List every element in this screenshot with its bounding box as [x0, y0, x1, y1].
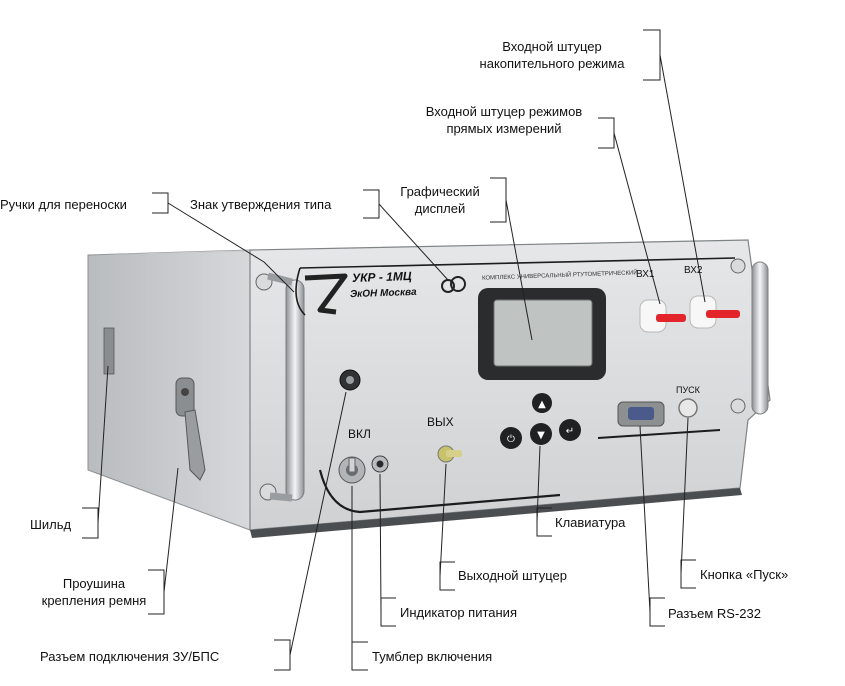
svg-text:▲: ▲	[538, 399, 546, 410]
callout-keypad: Клавиатура	[555, 515, 626, 530]
callout-strap-eye: Проушина крепления ремня	[41, 576, 147, 608]
power-switch-shape	[338, 456, 366, 484]
callout-rs232: Разъем RS-232	[668, 606, 761, 621]
rs232-shape	[617, 401, 665, 427]
port-bx2-label: ВХ2	[684, 265, 703, 276]
outlet-shape	[437, 445, 462, 463]
device-maker: ЭкОН Москва	[349, 286, 417, 301]
left-handle-shape	[255, 272, 305, 502]
inlet-bx2-shape	[689, 295, 740, 329]
callout-start-button: Кнопка «Пуск»	[700, 567, 789, 582]
panel-top-curve	[295, 267, 306, 316]
callout-display: Графический дисплей	[400, 184, 480, 216]
keypad-shape: ▲ ▼ ⏻ ↵	[500, 393, 581, 449]
panel-curve-right	[597, 429, 721, 439]
callout-type-approval: Знак утверждения типа	[190, 197, 332, 212]
panel-curve	[318, 469, 561, 514]
nameplate-shape	[103, 327, 115, 375]
port-bx1-label: ВХ1	[636, 269, 655, 280]
right-handle-shape	[730, 258, 769, 415]
svg-text:▼: ▼	[537, 430, 545, 441]
callout-direct-inlet: Входной штуцер режимов прямых измерений	[425, 104, 583, 136]
strap-eye-shape	[175, 377, 206, 481]
callout-power-switch: Тумблер включения	[372, 649, 493, 664]
start-button-shape	[678, 398, 698, 418]
callout-power-indicator: Индикатор питания	[400, 605, 517, 620]
inlet-bx1-shape	[639, 299, 686, 333]
callout-nameplate: Шильд	[30, 517, 72, 532]
approval-mark-shape	[450, 276, 466, 292]
power-label: ВКЛ	[348, 427, 371, 441]
leader-lines	[82, 29, 706, 671]
svg-text:⏻: ⏻	[507, 434, 515, 445]
callout-charger-port: Разъем подключения ЗУ/БПС	[40, 649, 220, 664]
brand-logo	[304, 273, 348, 315]
callout-handles: Ручки для переноски	[0, 197, 127, 212]
start-label: ПУСК	[676, 385, 700, 395]
svg-text:↵: ↵	[566, 426, 574, 437]
callout-storage-inlet: Входной штуцер накопительного режима	[479, 39, 625, 71]
callout-outlet: Выходной штуцер	[458, 568, 567, 583]
side-panel	[87, 249, 251, 531]
display-screen	[493, 299, 593, 367]
bottom-frame	[250, 488, 742, 538]
out-label: ВЫХ	[427, 415, 454, 429]
